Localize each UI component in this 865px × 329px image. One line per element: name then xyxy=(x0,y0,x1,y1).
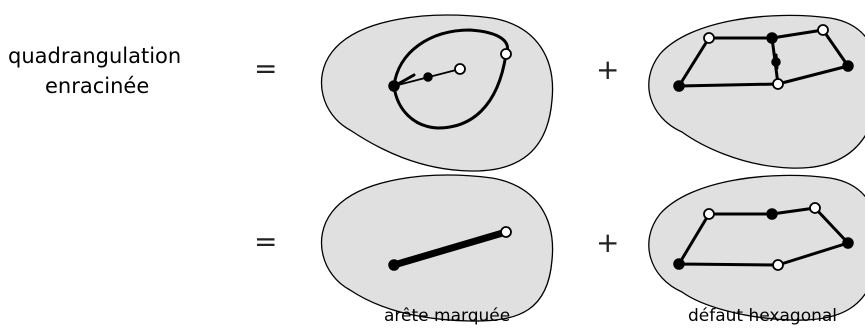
root-vertex xyxy=(388,80,400,92)
equals-sign-row1: = xyxy=(254,52,278,85)
vertex-black xyxy=(766,208,778,220)
region-blob xyxy=(320,14,554,172)
figure-two-quadrangles xyxy=(648,14,865,169)
root-vertex xyxy=(673,258,685,270)
edge-vertex-white xyxy=(500,226,512,238)
caption-hexagonal-defect: défaut hexagonal xyxy=(688,306,838,326)
root-marker xyxy=(771,57,781,67)
vertex-black xyxy=(842,60,854,72)
loop-vertex-white xyxy=(500,48,512,60)
vertex-white xyxy=(703,32,715,44)
figure-marked-edge xyxy=(320,174,554,322)
left-label-line2: enracinée xyxy=(45,74,150,98)
vertex-white xyxy=(772,259,784,271)
region-blob xyxy=(320,174,554,322)
vertex-black xyxy=(766,32,778,44)
equals-sign-row2: = xyxy=(254,225,278,258)
vertex-black xyxy=(842,237,854,249)
plus-sign-row2: + xyxy=(596,226,620,259)
edge-vertex-black xyxy=(388,259,400,271)
figure-hexagon xyxy=(648,174,865,321)
inner-vertex-black xyxy=(423,72,433,82)
left-label-line1: quadrangulation xyxy=(8,44,182,68)
vertex-white xyxy=(809,202,821,214)
inner-vertex-white xyxy=(454,63,466,75)
root-arrow xyxy=(396,73,416,86)
caption-marked-edge: arête marquée xyxy=(384,306,511,326)
vertex-white xyxy=(817,24,829,36)
figure-rooted-loop xyxy=(320,14,554,172)
vertex-white xyxy=(772,78,784,90)
region-blob xyxy=(648,14,865,169)
marked-edge-line xyxy=(390,228,510,269)
plus-sign-row1: + xyxy=(596,53,620,86)
vertex-white xyxy=(703,208,715,220)
root-vertex xyxy=(673,80,685,92)
